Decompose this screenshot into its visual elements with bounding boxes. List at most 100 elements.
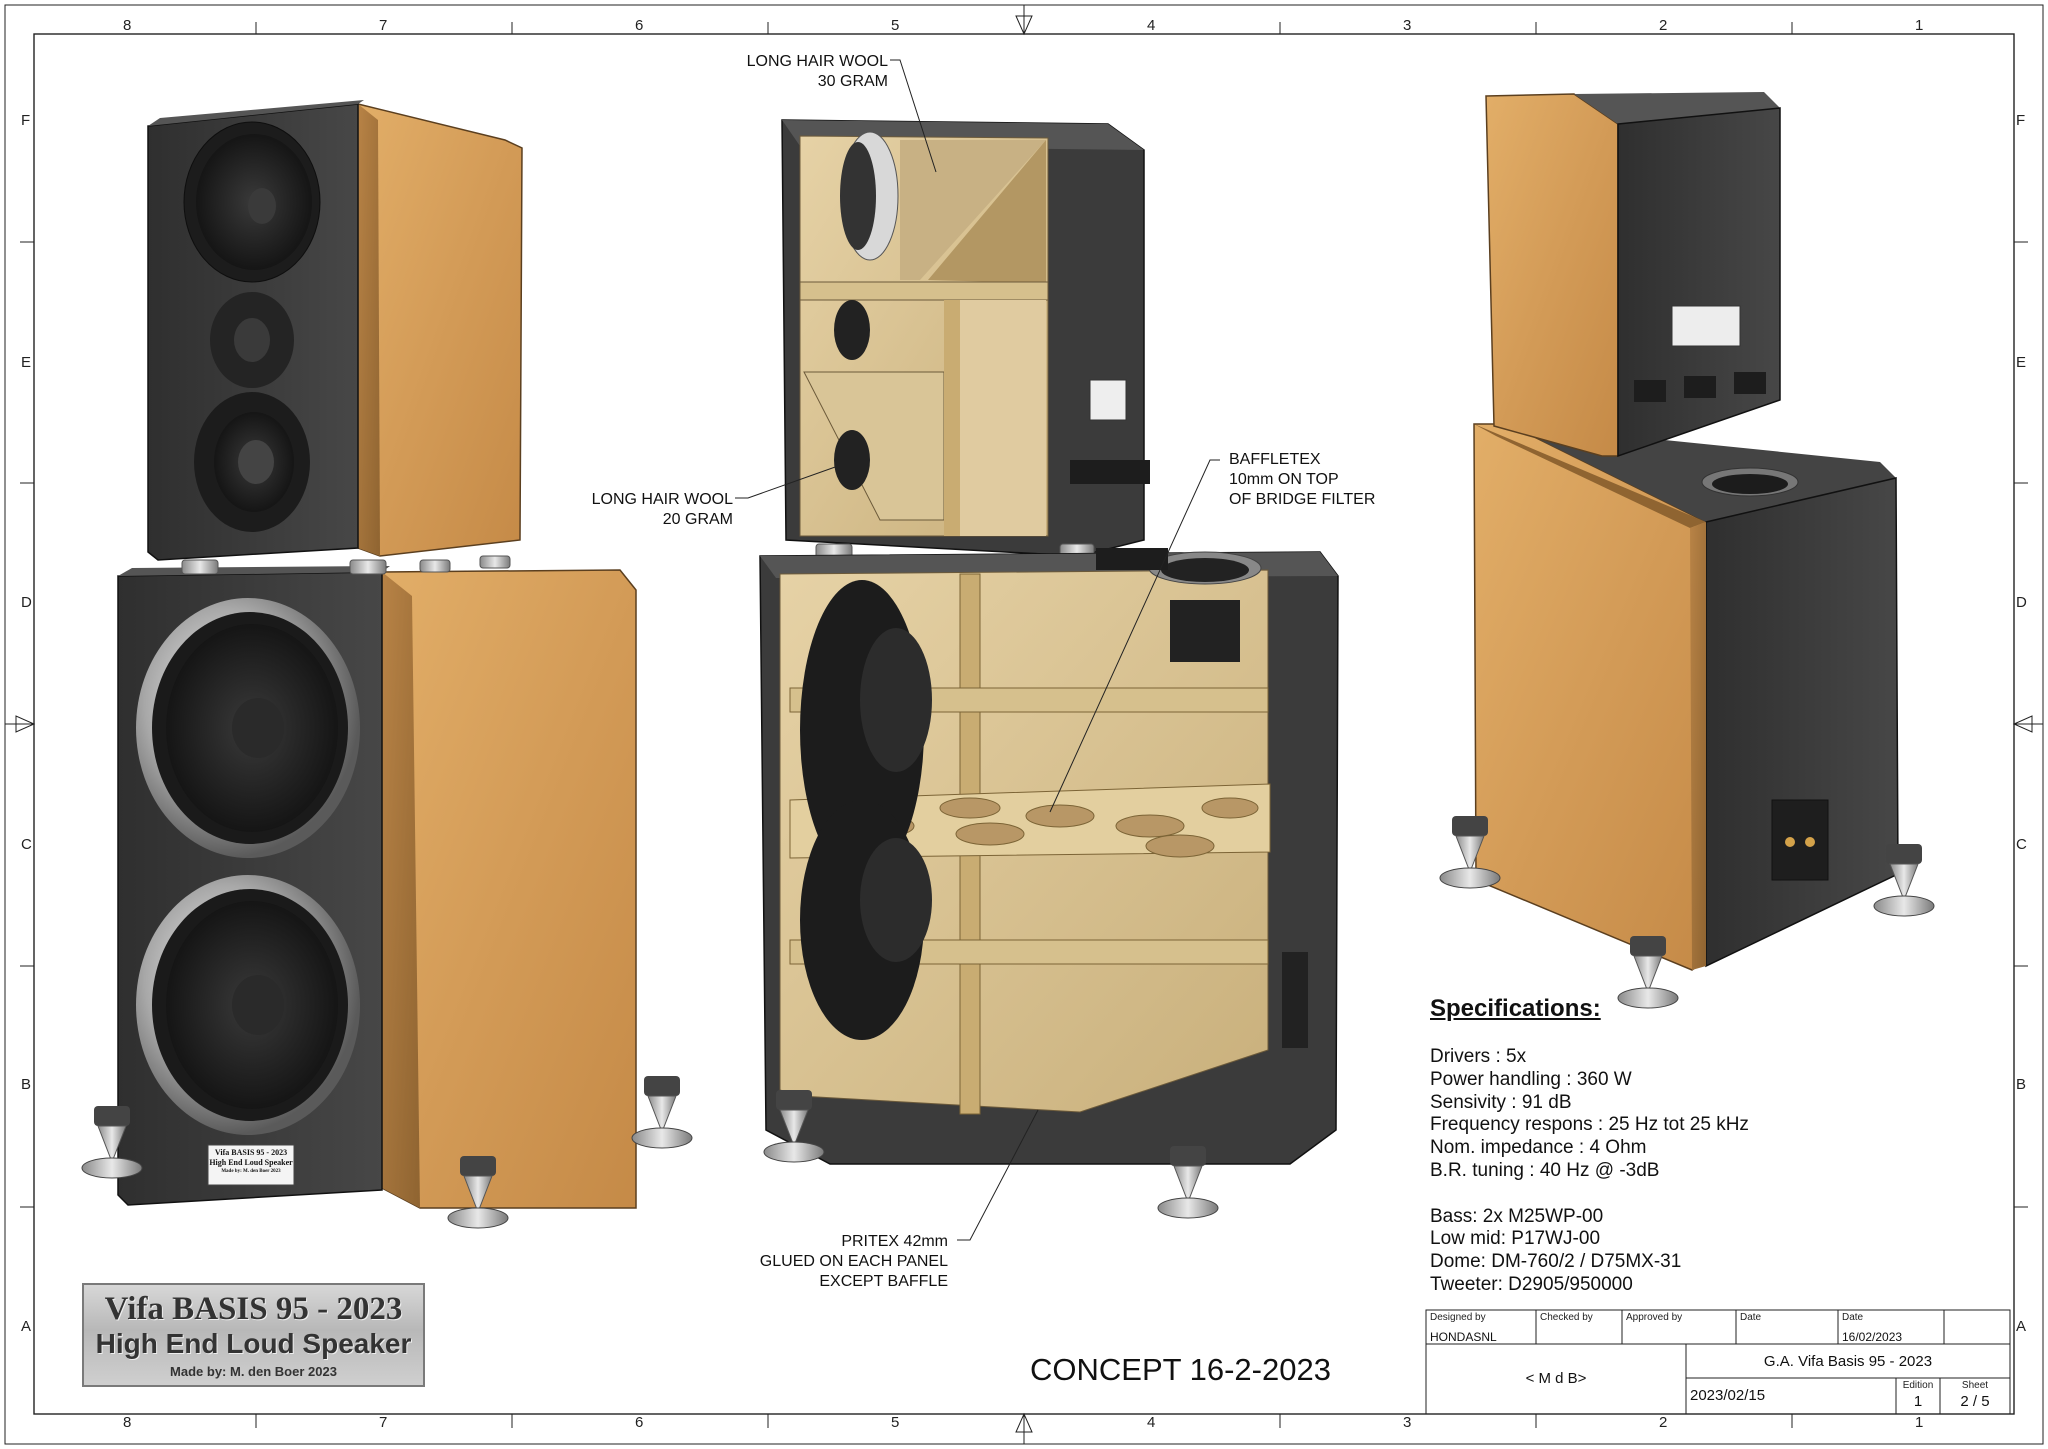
col-label-3-bottom: 3 [1403, 1414, 1412, 1431]
col-label-2-bottom: 2 [1659, 1414, 1668, 1431]
tb-checked-by-label: Checked by [1540, 1312, 1593, 1323]
tb-sheet-label: Sheet [1961, 1380, 1989, 1391]
tb-date-label-2: Date [1842, 1312, 1864, 1323]
specifications-title: Specifications: [1430, 995, 1601, 1022]
tb-designed-by-label: Designed by [1430, 1312, 1486, 1323]
nameplate-maker: Made by: M. den Boer 2023 [170, 1364, 337, 1379]
col-label-7-top: 7 [379, 17, 388, 34]
nameplate: Vifa BASIS 95 - 2023 High End Loud Speak… [82, 1283, 425, 1387]
mid-high-cabinet [147, 100, 523, 561]
row-label-a-right: A [2016, 1318, 2027, 1335]
centering-marks [5, 5, 2043, 1444]
tb-date-label-1: Date [1740, 1312, 1762, 1323]
row-label-e-right: E [2016, 354, 2027, 371]
spec-line: Frequency respons : 25 Hz tot 25 kHz [1430, 1114, 1749, 1136]
col-label-5-bottom: 5 [891, 1414, 900, 1431]
nameplate-title: Vifa BASIS 95 - 2023 [104, 1291, 403, 1327]
tb-sheet: 2 / 5 [1960, 1393, 1990, 1410]
callout-wool-20g: LONG HAIR WOOL 20 GRAM [545, 490, 733, 530]
callout-baffletex: BAFFLETEX 10mm ON TOP OF BRIDGE FILTER [1229, 450, 1429, 510]
front-badge-line1: Vifa BASIS 95 - 2023 [214, 1148, 288, 1157]
row-label-f-left: F [21, 112, 31, 129]
row-label-b-right: B [2016, 1076, 2027, 1093]
col-label-6-bottom: 6 [635, 1414, 644, 1431]
front-badge [207, 1144, 295, 1186]
row-label-b-left: B [21, 1076, 32, 1093]
front-badge-line2: High End Loud Speaker [209, 1158, 293, 1167]
nameplate-subtitle: High End Loud Speaker [95, 1328, 412, 1359]
tb-edition: 1 [1913, 1393, 1923, 1410]
callout-pritex: PRITEX 42mm GLUED ON EACH PANEL EXCEPT B… [700, 1232, 948, 1292]
callout-baffletex-line1: BAFFLETEX [1229, 451, 1321, 468]
spec-line [1430, 1183, 1749, 1206]
col-label-4-bottom: 4 [1147, 1414, 1156, 1431]
front-badge-line3: Made by: M. den Boer 2023 [221, 1169, 281, 1174]
row-label-f-right: F [2016, 112, 2026, 129]
callout-wool-20g-line2: 20 GRAM [662, 511, 733, 528]
callout-wool-30g-line2: 30 GRAM [817, 73, 888, 90]
cutaway-view [735, 59, 1339, 1241]
rear-upper-cabinet [1485, 92, 1781, 458]
col-label-7-bottom: 7 [379, 1414, 388, 1431]
callout-pritex-line3: EXCEPT BAFFLE [819, 1273, 948, 1290]
tb-company: < M d B> [1525, 1370, 1587, 1387]
callout-wool-30g: LONG HAIR WOOL 30 GRAM [700, 52, 888, 92]
row-label-c-left: C [21, 836, 32, 853]
col-label-3-top: 3 [1403, 17, 1412, 34]
tb-approved-by-label: Approved by [1626, 1312, 1683, 1323]
spec-line: Power handling : 360 W [1430, 1068, 1632, 1090]
woofer-upper [136, 598, 360, 858]
tb-edition-label: Edition [1902, 1380, 1934, 1391]
tb-designed-by: HONDASNL [1430, 1330, 1497, 1344]
row-label-a-left: A [21, 1318, 32, 1335]
tb-title: G.A. Vifa Basis 95 - 2023 [1763, 1353, 1933, 1370]
col-label-4-top: 4 [1147, 17, 1156, 34]
callout-pritex-line2: GLUED ON EACH PANEL [759, 1253, 948, 1270]
spec-line: Dome: DM-760/2 / D75MX-31 [1430, 1251, 1682, 1273]
front-view [81, 100, 693, 1229]
tweeter-driver [194, 392, 310, 532]
col-label-2-top: 2 [1659, 17, 1668, 34]
zone-ticks [20, 22, 2028, 1428]
row-label-e-left: E [21, 354, 32, 371]
row-label-d-right: D [2016, 594, 2027, 611]
col-label-8-top: 8 [123, 17, 132, 34]
low-mid-driver [183, 121, 321, 283]
row-label-c-right: C [2016, 836, 2027, 853]
spacers [181, 555, 511, 575]
callout-pritex-line1: PRITEX 42mm [841, 1233, 948, 1250]
leader-lines [735, 59, 1220, 1241]
col-label-5-top: 5 [891, 17, 900, 34]
upper-cutaway [781, 119, 1150, 559]
bass-cabinet [117, 566, 637, 1209]
spike-feet-front [81, 1076, 693, 1229]
callout-baffletex-line2: 10mm ON TOP [1229, 471, 1339, 488]
concept-label: CONCEPT 16-2-2023 [1030, 1352, 1331, 1387]
spec-line: Low mid: P17WJ-00 [1430, 1228, 1601, 1250]
spec-line: B.R. tuning : 40 Hz @ -3dB [1430, 1159, 1660, 1181]
col-label-6-top: 6 [635, 17, 644, 34]
spec-line: Sensivity : 91 dB [1430, 1091, 1572, 1113]
dome-driver [210, 292, 294, 388]
col-label-8-bottom: 8 [123, 1414, 132, 1431]
spec-line: Drivers : 5x [1430, 1046, 1527, 1067]
row-label-d-left: D [21, 594, 32, 611]
callout-wool-20g-line1: LONG HAIR WOOL [591, 491, 733, 508]
col-label-1-top: 1 [1915, 17, 1924, 34]
col-label-1-bottom: 1 [1915, 1414, 1924, 1431]
spec-line: Tweeter: D2905/950000 [1430, 1273, 1633, 1295]
tb-date: 16/02/2023 [1842, 1330, 1903, 1344]
callout-baffletex-line3: OF BRIDGE FILTER [1229, 491, 1376, 508]
spec-line: Nom. impedance : 4 Ohm [1430, 1137, 1647, 1159]
spec-line: Bass: 2x M25WP-00 [1430, 1205, 1604, 1227]
rear-view [1439, 92, 1935, 1009]
title-block-grid [1425, 1309, 2011, 1415]
tb-doc-date: 2023/02/15 [1690, 1387, 1766, 1404]
woofer-lower [136, 875, 360, 1135]
front-badge-text: Vifa BASIS 95 - 2023 High End Loud Speak… [208, 1148, 294, 1175]
callout-wool-30g-line1: LONG HAIR WOOL [746, 53, 888, 70]
rear-lower-cabinet [1473, 423, 1899, 971]
specifications-list: Drivers : 5x Power handling : 360 W Sens… [1430, 1046, 1749, 1297]
lower-cutaway [759, 548, 1339, 1219]
